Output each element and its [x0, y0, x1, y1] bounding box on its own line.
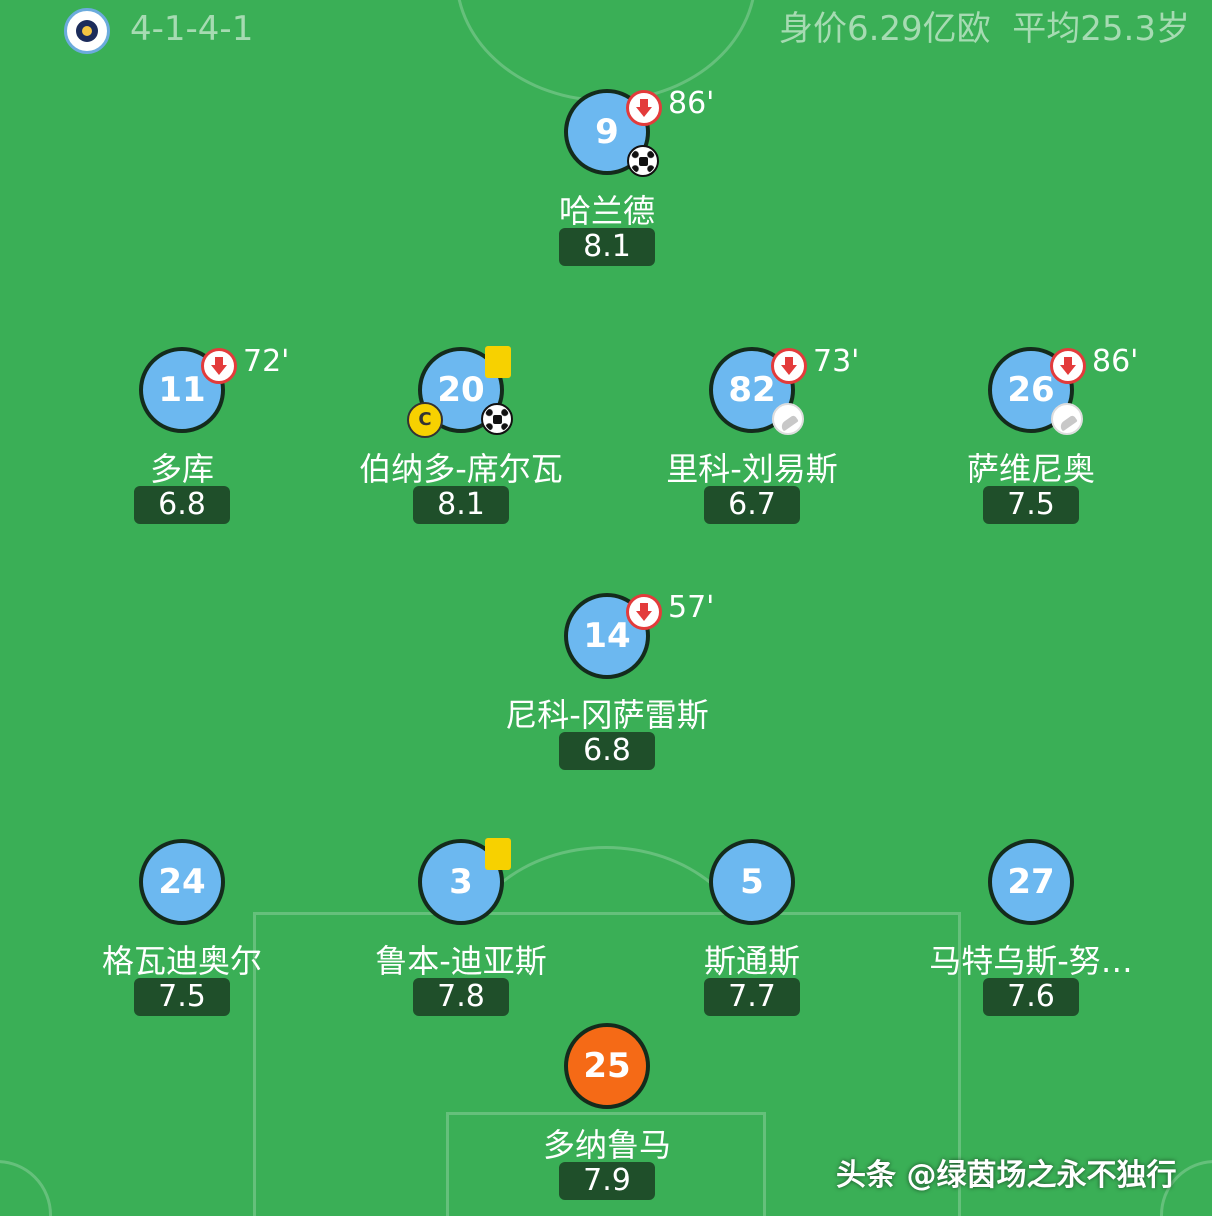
player-name: 格瓦迪奥尔 — [101, 942, 262, 980]
sub-off-arrow-icon — [771, 348, 807, 384]
player-name: 鲁本-迪亚斯 — [375, 942, 547, 980]
sub-time: 57' — [668, 590, 715, 625]
shirt-number: 26 — [988, 347, 1074, 433]
shirt-number: 24 — [139, 839, 225, 925]
yellow-card-icon — [485, 346, 511, 378]
player-name: 尼科-冈萨雷斯 — [505, 696, 709, 734]
sub-time: 86' — [1092, 344, 1139, 379]
player-name: 多库 — [149, 450, 214, 488]
rating-badge: 6.8 — [134, 486, 230, 524]
football-icon — [627, 145, 659, 177]
formation-label: 4-1-4-1 — [130, 9, 254, 49]
rating-badge: 7.9 — [559, 1162, 655, 1200]
sub-off-arrow-icon — [201, 348, 237, 384]
sub-time: 72' — [243, 344, 290, 379]
boot-icon — [1051, 403, 1083, 435]
club-crest-icon — [64, 8, 110, 54]
rating-badge: 8.1 — [559, 228, 655, 266]
shirt-number: 27 — [988, 839, 1074, 925]
player-name: 马特乌斯-努… — [929, 942, 1133, 980]
captain-badge-icon: C — [407, 402, 443, 438]
rating-badge: 8.1 — [413, 486, 509, 524]
rating-badge: 7.8 — [413, 978, 509, 1016]
boot-icon — [772, 403, 804, 435]
rating-badge: 6.8 — [559, 732, 655, 770]
rating-badge: 7.7 — [704, 978, 800, 1016]
player-name: 萨维尼奥 — [966, 450, 1095, 488]
sub-off-arrow-icon — [626, 594, 662, 630]
shirt-number: 5 — [709, 839, 795, 925]
corner-arc-left — [0, 1160, 52, 1216]
shirt-number: 25 — [564, 1023, 650, 1109]
sub-time: 86' — [668, 86, 715, 121]
player-name: 里科-刘易斯 — [666, 450, 838, 488]
watermark: 头条 @绿茵场之永不独行 — [836, 1158, 1177, 1193]
player-name: 多纳鲁马 — [542, 1126, 671, 1164]
sub-time: 73' — [813, 344, 860, 379]
sub-off-arrow-icon — [1050, 348, 1086, 384]
rating-badge: 7.5 — [983, 486, 1079, 524]
football-icon — [481, 403, 513, 435]
goal-box — [446, 1112, 766, 1216]
yellow-card-icon — [485, 838, 511, 870]
player-name: 哈兰德 — [558, 192, 655, 230]
player-name: 伯纳多-席尔瓦 — [359, 450, 563, 488]
rating-badge: 6.7 — [704, 486, 800, 524]
player-name: 斯通斯 — [703, 942, 800, 980]
team-stats: 身价6.29亿欧 平均25.3岁 — [778, 9, 1190, 49]
sub-off-arrow-icon — [626, 90, 662, 126]
rating-badge: 7.6 — [983, 978, 1079, 1016]
rating-badge: 7.5 — [134, 978, 230, 1016]
